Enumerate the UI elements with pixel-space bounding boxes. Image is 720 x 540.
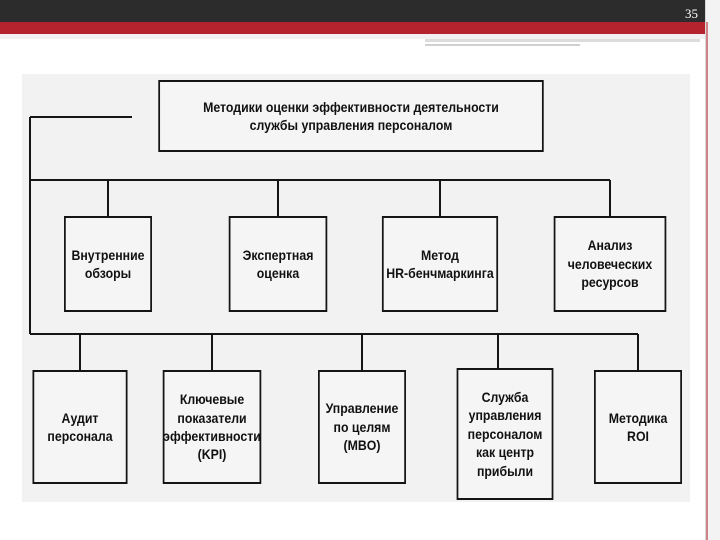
method-label: Аудит персонала [47,409,113,444]
method-box-mbo: Управление по целям (MBO) [318,370,406,484]
slide-edge-line [706,22,708,540]
method-label: Анализ человеческих ресурсов [567,237,653,291]
connector-lines [29,116,639,370]
accent-bar-shadow [0,34,705,39]
method-box-profit-center: Служба управления персоналом как центр п… [456,368,554,500]
method-label: Методика ROI [608,409,668,444]
accent-bar [0,22,720,34]
title-bar [0,0,720,22]
slide-edge [705,0,720,540]
method-box-hr-analysis: Анализ человеческих ресурсов [553,216,667,312]
method-label: Служба управления персоналом как центр п… [467,388,543,479]
method-box-expert-evaluation: Экспертная оценка [228,216,328,312]
root-label: Методики оценки эффективности деятельнос… [203,98,499,133]
method-box-roi: Методика ROI [594,370,682,484]
org-diagram: Методики оценки эффективности деятельнос… [22,74,690,502]
method-box-hr-benchmarking: Метод HR-бенчмаркинга [381,216,499,312]
method-box-internal-reviews: Внутренние обзоры [64,216,152,312]
decorative-line-short [425,44,580,46]
root-box: Методики оценки эффективности деятельнос… [158,80,544,152]
slide-number: 35 [685,6,698,21]
method-box-personnel-audit: Аудит персонала [32,370,128,484]
method-label: Внутренние обзоры [71,246,145,281]
method-label: Управление по целям (MBO) [325,400,399,454]
decorative-line [425,39,700,42]
method-label: Экспертная оценка [242,246,314,281]
method-label: Ключевые показатели эффективности (KPI) [163,391,261,463]
method-label: Метод HR-бенчмаркинга [386,246,494,281]
method-box-kpi: Ключевые показатели эффективности (KPI) [162,370,262,484]
